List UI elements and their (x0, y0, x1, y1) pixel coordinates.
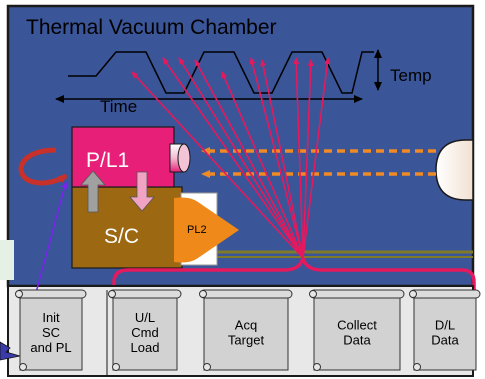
time-label: Time (100, 97, 137, 116)
scroll-curl-bottom (413, 363, 421, 371)
init-arrow (33, 181, 68, 301)
scroll-text-line: Data (343, 333, 371, 348)
blue-arrow-icon (0, 341, 21, 361)
left-edge-sliver (0, 240, 14, 280)
scroll-top-roll (15, 289, 87, 299)
pl2-label: PL2 (187, 224, 207, 236)
scroll-curl-top (309, 290, 317, 298)
pl1-aperture-end (177, 143, 191, 173)
scroll-text-line: Data (431, 333, 459, 348)
scroll-body (413, 293, 477, 371)
scroll-text-line: Collect (337, 318, 377, 333)
scroll-curl-top (409, 290, 417, 298)
scroll-curl-top (15, 290, 23, 298)
test-arrow-8 (293, 57, 304, 259)
test-arrow-7 (260, 59, 304, 259)
up-block-arrow (80, 170, 106, 213)
thermal-source (435, 139, 474, 201)
scroll-text-line: U/L (135, 310, 155, 325)
spacecraft-label: S/C (104, 225, 139, 248)
scroll-curl-bottom (203, 363, 211, 371)
scroll-text-line: Cmd (131, 325, 158, 340)
temperature-profile-line (68, 51, 374, 94)
scroll-text-line: Target (228, 333, 265, 348)
scroll-text-line: Init (42, 310, 60, 325)
scroll-top-roll (108, 289, 182, 299)
test-arrows-group (131, 57, 331, 259)
temp-label: Temp (390, 66, 432, 85)
scroll-body (203, 293, 289, 371)
scroll-text-line: Acq (235, 318, 257, 333)
test-arrow-3 (178, 57, 304, 259)
test-arrow-5 (221, 71, 304, 259)
scroll-text-line: SC (42, 325, 60, 340)
scroll-curl-bottom (19, 363, 27, 371)
down-block-arrow (129, 171, 155, 212)
scroll-text-line: and PL (30, 340, 71, 355)
scroll-curl-bottom (313, 363, 321, 371)
test-arrow-6 (249, 57, 304, 259)
scroll-top-roll (409, 289, 481, 299)
scroll-top-roll (309, 289, 405, 299)
pl1-label: P/L1 (86, 149, 129, 172)
test-arrow-9 (302, 59, 314, 259)
chamber-title: Thermal Vacuum Chamber (26, 16, 277, 39)
scroll-text-line: D/L (435, 318, 455, 333)
test-arrow-4 (194, 59, 304, 259)
scroll-curl-bottom (112, 363, 120, 371)
rotation-arrow (18, 147, 68, 186)
pl2-cone (174, 197, 239, 263)
test-arrow-2 (162, 57, 304, 259)
scroll-curl-top (199, 290, 207, 298)
scroll-text-line: Load (131, 340, 160, 355)
test-arrow-1 (131, 71, 304, 259)
scroll-curl-top (108, 290, 116, 298)
scroll-top-roll (199, 289, 293, 299)
test-arrow-10 (302, 57, 331, 259)
